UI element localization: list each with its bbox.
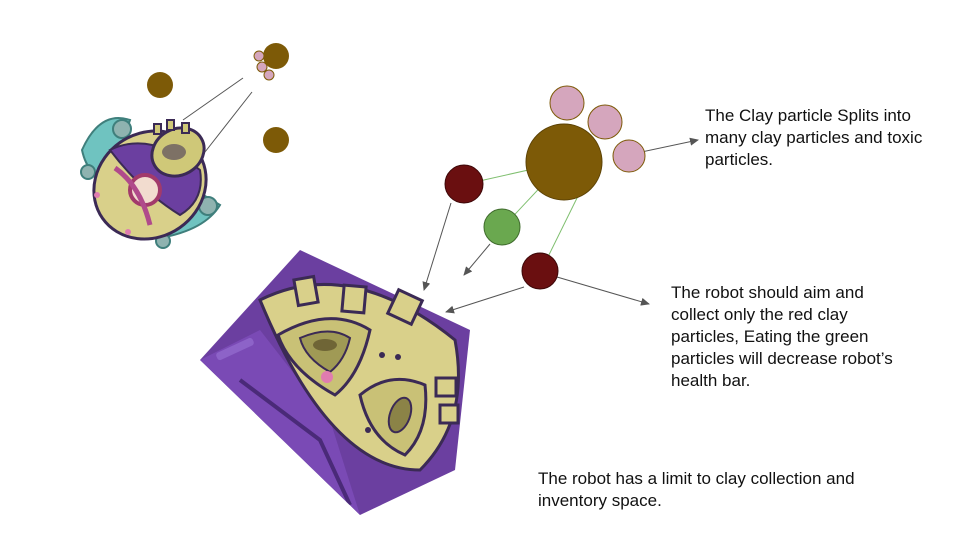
arrow-red-to-robot	[422, 202, 452, 291]
pink-fragment-2	[587, 104, 623, 140]
arrow-red2-to-robot	[445, 286, 525, 314]
pink-fragment-3	[612, 139, 646, 173]
limit-annotation: The robot has a limit to clay collection…	[538, 469, 855, 510]
clay-particle-small-3	[263, 127, 289, 153]
split-annotation: The Clay particle Splits into many clay …	[705, 106, 923, 169]
clay-particle-small-1	[147, 72, 173, 98]
toxic-green-particle	[483, 208, 521, 246]
pink-fragment-small-2	[256, 61, 268, 73]
large-robot-illustration	[200, 250, 470, 515]
small-robot-illustration	[80, 117, 222, 249]
arrow-green-to-robot	[463, 243, 491, 276]
collect-annotation: The robot should aim and collect only th…	[671, 283, 893, 390]
red-clay-particle-1	[444, 164, 484, 204]
clay-particle-small-2	[263, 43, 289, 69]
pink-fragment-small-3	[263, 69, 275, 81]
pink-fragment-1	[549, 85, 585, 121]
small-robot-aim-line-1	[182, 77, 244, 121]
red-clay-particle-2	[521, 252, 559, 290]
small-robot-aim-line-2	[204, 91, 253, 153]
arrow-to-collect-note	[556, 276, 650, 306]
clay-particle-brown-large	[525, 123, 603, 201]
pink-fragment-small-1	[253, 50, 265, 62]
